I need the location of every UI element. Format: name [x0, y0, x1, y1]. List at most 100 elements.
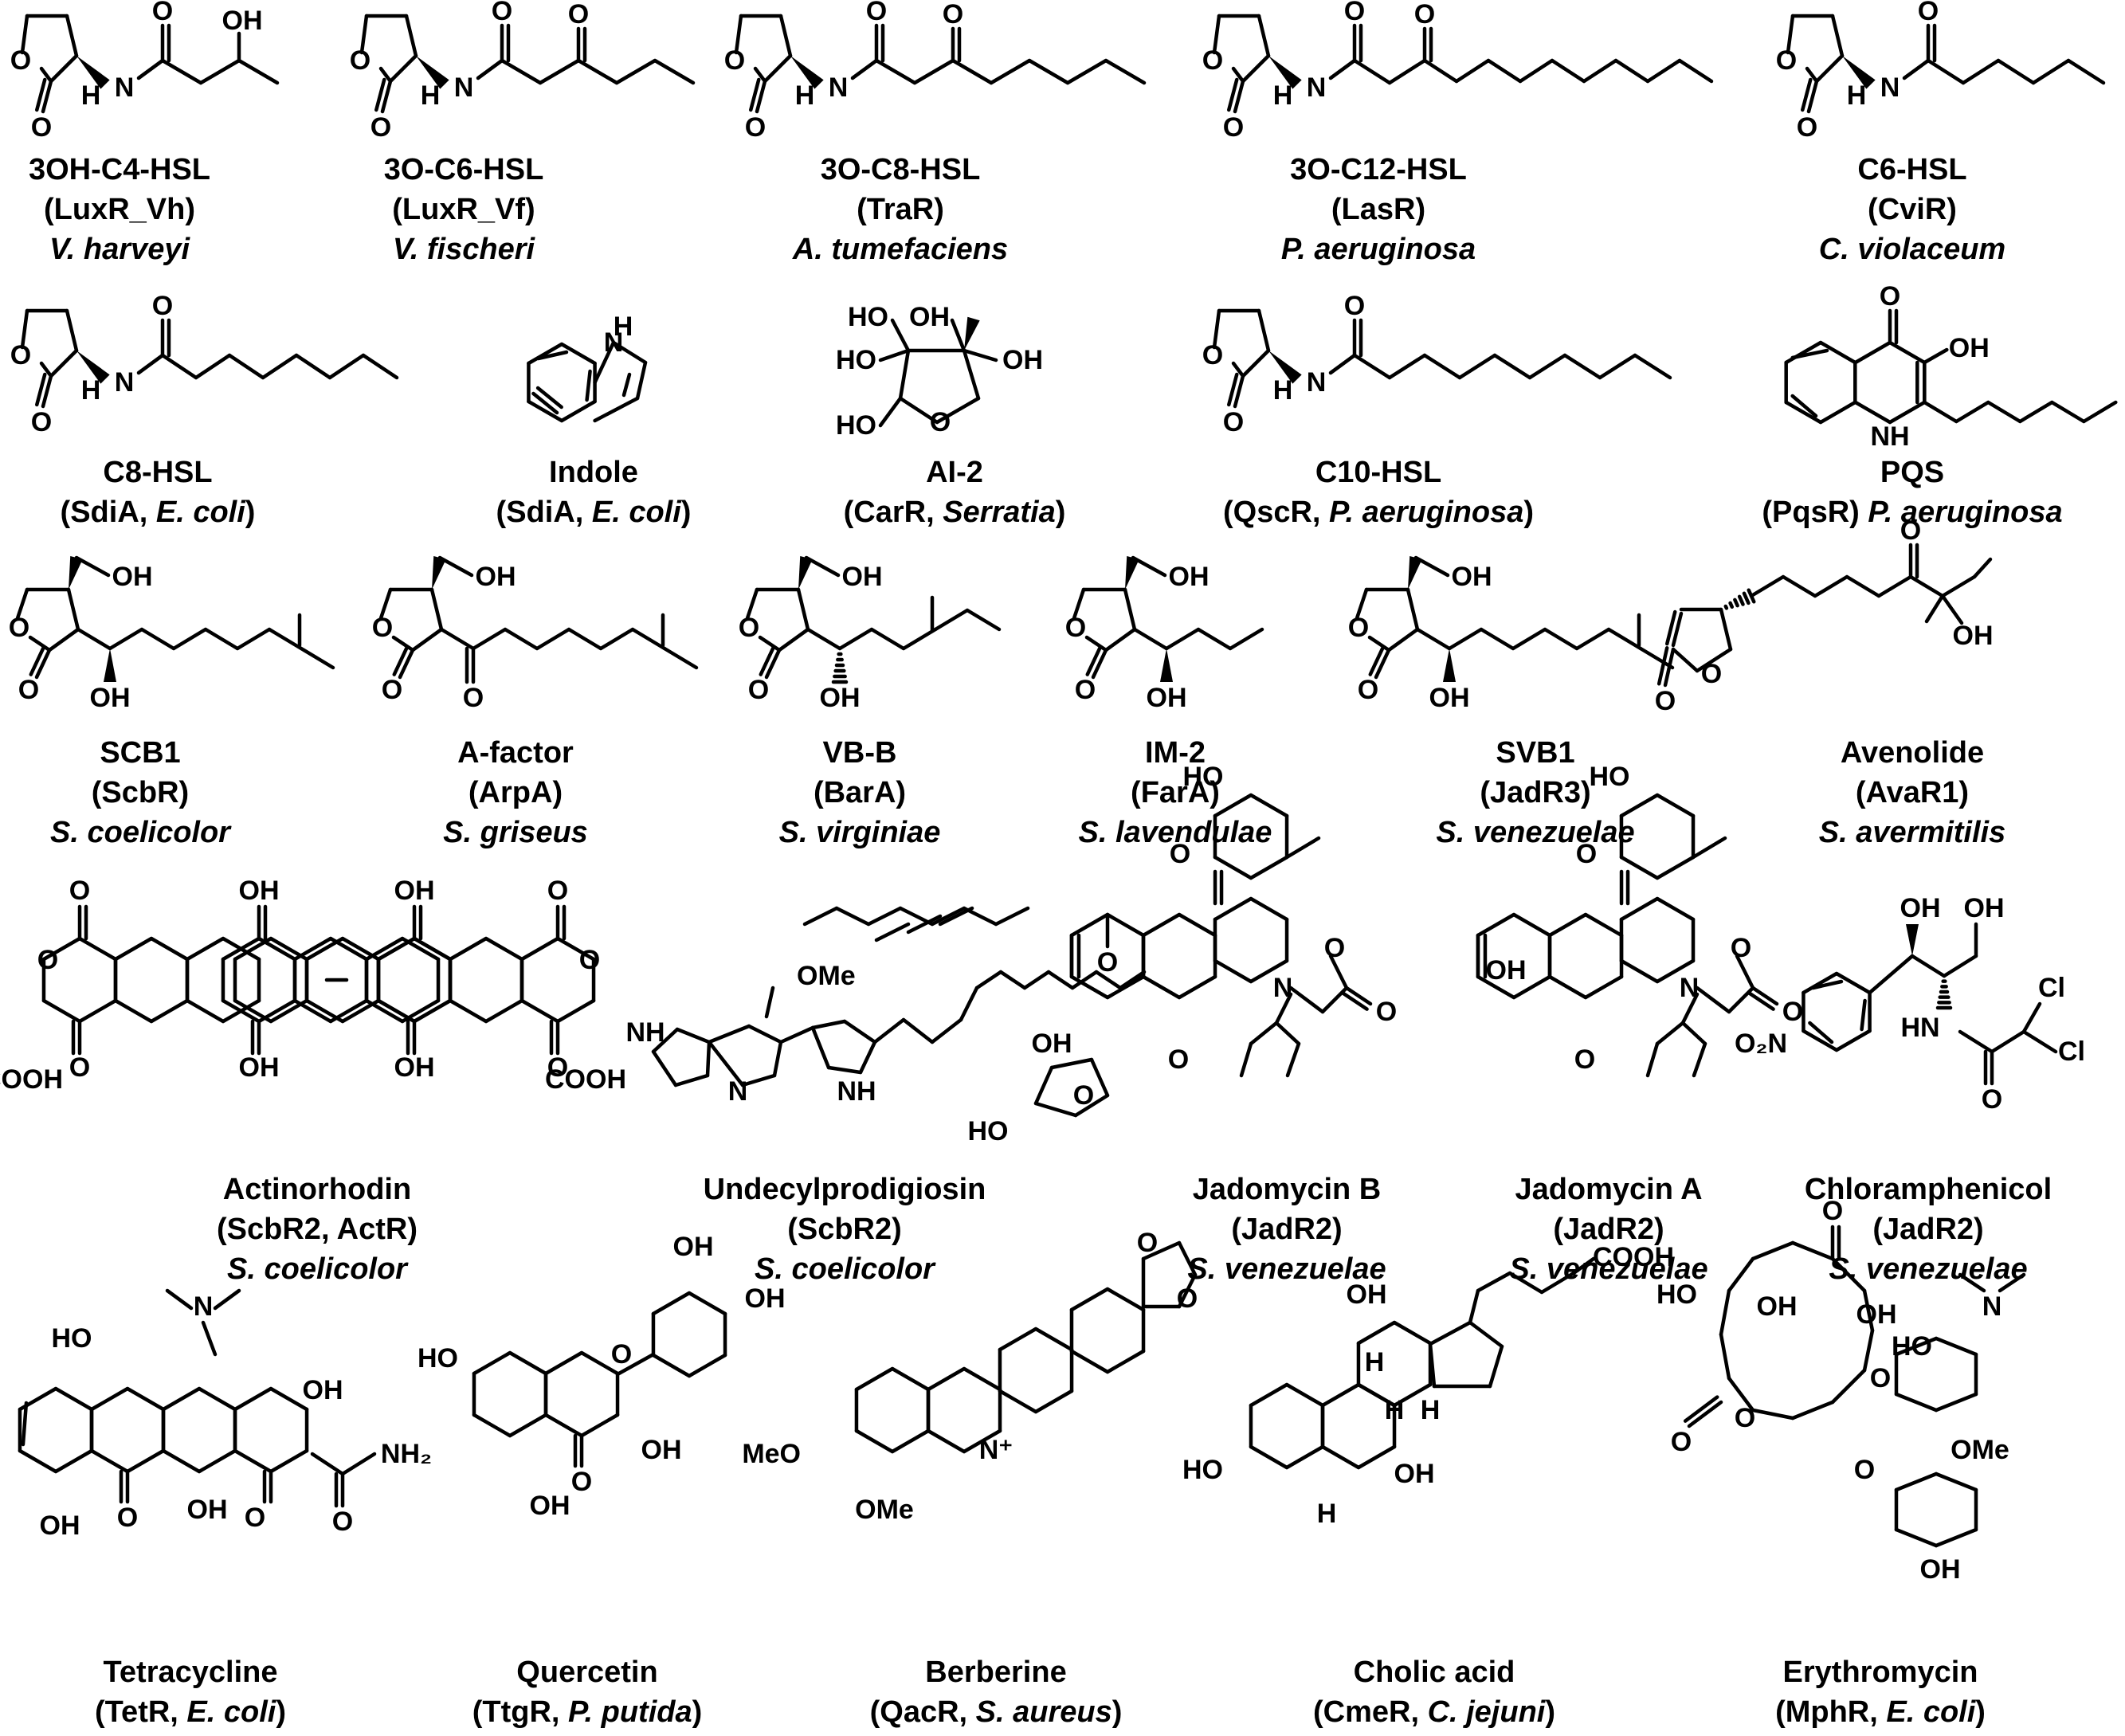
- bond: [197, 1386, 237, 1412]
- atom-label: O: [350, 45, 371, 76]
- bond: [826, 1065, 863, 1075]
- atom-label: Cl: [2038, 973, 2065, 1003]
- bond: [872, 1017, 906, 1044]
- bond: [194, 353, 232, 380]
- atom-label: OH: [1900, 893, 1941, 923]
- bond: [1751, 1408, 1795, 1421]
- structure-actinorhodin: OCOOHOOOHOHOHOHOOOCOOH: [0, 876, 626, 1095]
- bond: [35, 372, 47, 407]
- bond: [221, 936, 261, 962]
- bond: [745, 587, 759, 621]
- caption-erythromycin: Erythromycin (MphR, E. coli): [1775, 1652, 1986, 1732]
- atom-label: O: [1797, 112, 1817, 143]
- bond: [543, 1350, 584, 1376]
- atom-label: O: [37, 945, 58, 975]
- caption-a-factor: A-factor (ArpA) S. griseus: [443, 733, 588, 852]
- bond: [1747, 991, 1775, 1011]
- bond: [1141, 974, 1182, 1000]
- bond: [1249, 1021, 1279, 1046]
- bond: [651, 1291, 692, 1316]
- caption-im-2: IM-2 (FarA) S. lavendulae: [1079, 733, 1272, 852]
- bond: [77, 936, 118, 962]
- molecule-name: Actinorhodin: [222, 1173, 412, 1206]
- bond: [1492, 353, 1532, 380]
- molecule-name: A-factor: [457, 736, 574, 770]
- bond: [1104, 58, 1147, 85]
- bond: [41, 936, 82, 962]
- organism-label: A. tumefaciens: [792, 233, 1009, 266]
- bond: [125, 1448, 166, 1474]
- bond: [404, 14, 418, 58]
- atom-label: OH: [530, 1491, 570, 1521]
- atom-label: OH: [641, 1435, 682, 1465]
- bond: [1550, 58, 1586, 84]
- bond: [1344, 986, 1373, 1006]
- bond: [1212, 308, 1221, 350]
- bond: [1638, 646, 1675, 670]
- bond: [935, 396, 981, 425]
- bond: [235, 627, 272, 651]
- bond: [1049, 1057, 1094, 1070]
- bond: [149, 936, 190, 962]
- bond: [1830, 1256, 1867, 1293]
- bond: [869, 627, 906, 651]
- atom-label: O: [9, 613, 29, 643]
- bond: [1986, 400, 2022, 424]
- bond: [1249, 855, 1289, 880]
- bond: [1998, 1272, 2026, 1293]
- bond: [673, 1073, 710, 1087]
- bond: [593, 396, 640, 423]
- caption-actinorhodin: Actinorhodin (ScbR2, ActR) S. coelicolor: [217, 1170, 418, 1289]
- bond: [1094, 970, 1123, 990]
- bond: [1606, 627, 1643, 651]
- atom-label: MeO: [742, 1439, 801, 1469]
- atom-label: OH: [40, 1511, 80, 1541]
- bond: [764, 648, 782, 680]
- bond: [951, 58, 994, 85]
- bond: [20, 14, 29, 55]
- molecule-name: 3OH-C4-HSL: [28, 153, 211, 186]
- molecule-name: Undecylprodigiosin: [703, 1173, 986, 1206]
- bond: [747, 1024, 783, 1044]
- atom-label: O: [1344, 291, 1365, 321]
- atom-label: OH: [1856, 1299, 1897, 1330]
- atom-label: O: [1324, 933, 1345, 963]
- molecule-name: Jadomycin B: [1192, 1173, 1382, 1206]
- bond: [1801, 77, 1813, 112]
- atom-label: O: [1202, 340, 1223, 370]
- bond: [1033, 1065, 1054, 1106]
- bond: [615, 1352, 656, 1377]
- atom-label: O: [382, 675, 402, 705]
- receptor-label: (ArpA): [468, 776, 563, 809]
- caption-undecylprodigiosin: Undecylprodigiosin (ScbR2) S. coelicolor: [704, 1170, 986, 1289]
- bond: [1749, 574, 1786, 598]
- wedge-bond: [69, 556, 83, 590]
- bond: [1213, 793, 1253, 818]
- bond: [1926, 58, 1966, 85]
- atom-label: O: [1701, 659, 1722, 689]
- bond: [890, 1366, 931, 1392]
- atom-label: O: [1358, 675, 1378, 705]
- bond: [374, 77, 386, 112]
- atom-label: O: [31, 407, 52, 437]
- receptor-label: (LuxR_Vf): [392, 193, 535, 226]
- receptor-label: (CmeR, C. jejuni): [1312, 1695, 1556, 1729]
- bond: [1923, 347, 1949, 365]
- bond: [233, 1386, 273, 1412]
- atom-label: O: [1574, 1044, 1595, 1075]
- bond: [1853, 400, 1892, 425]
- atom-label: O: [724, 45, 745, 76]
- bond: [1476, 1271, 1512, 1293]
- bond: [1655, 896, 1696, 922]
- bond: [906, 914, 943, 935]
- atom-label: H: [1273, 80, 1293, 111]
- bond: [1733, 598, 1739, 608]
- atom-label: OH: [1347, 1279, 1387, 1310]
- atom-label: O: [739, 613, 759, 643]
- atom-label: OH: [673, 1232, 714, 1262]
- atom-label: COOH: [545, 1064, 626, 1095]
